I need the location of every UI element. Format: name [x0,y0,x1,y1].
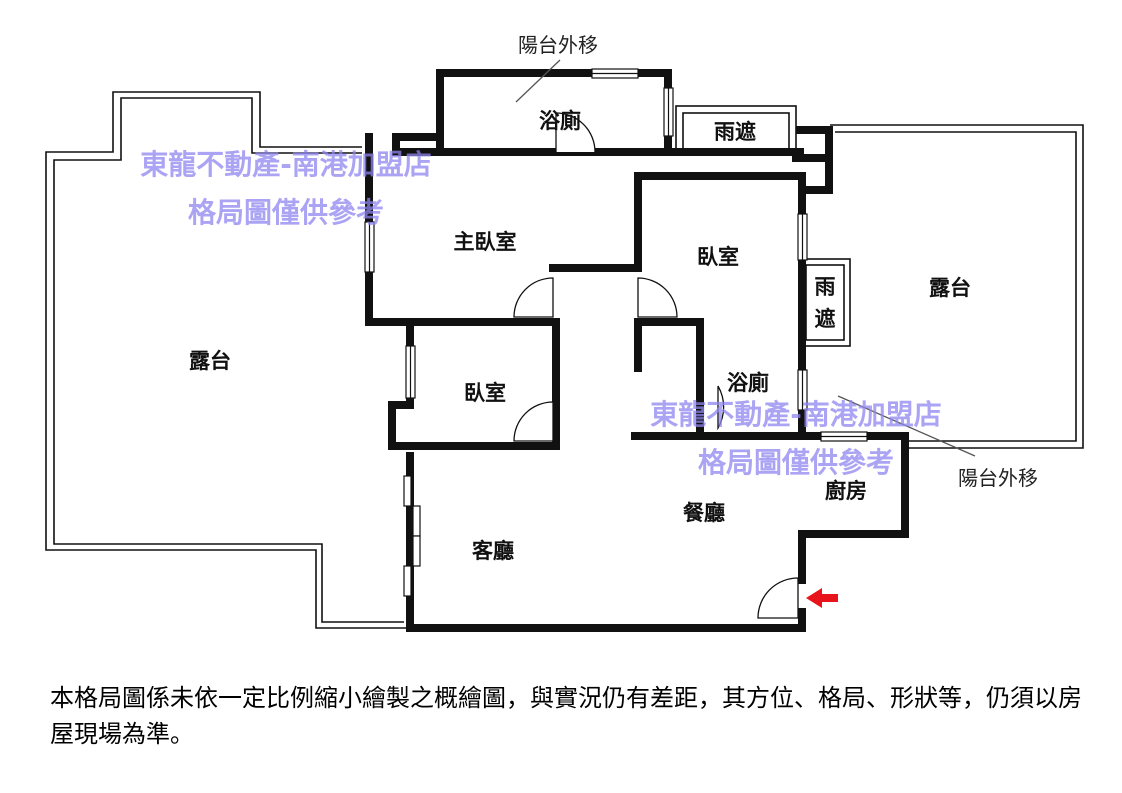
terrace-left-outline [45,91,410,629]
watermark-mid-line1: 東龍不動產-南港加盟店 [650,398,942,431]
bath-top-label: 浴廁 [539,109,581,133]
balcony-top-callout: 陽台外移 [518,33,598,57]
terrace-right-label: 露台 [929,276,971,300]
terrace-right-outline [830,124,1084,449]
bedroom-right-label: 臥室 [697,245,739,269]
doors [513,112,799,619]
canopy-top-label: 雨遮 [714,120,756,144]
bath-lower-label: 浴廁 [727,371,769,395]
entrance-arrow-icon [806,588,838,608]
floor-plan: 露台 露台 浴廁 雨遮 雨 遮 主臥室 臥室 臥室 浴廁 廚房 餐廳 客廳 陽台… [45,33,1084,632]
disclaimer-text: 本格局圖係未依一定比例縮小繪製之概繪圖，與實況仍有差距，其方位、格局、形狀等，仍… [50,684,1082,748]
bedroom-left-label: 臥室 [464,381,506,405]
watermark-mid-line2: 格局圖僅供參考 [698,446,894,479]
balcony-right-callout: 陽台外移 [958,466,1038,490]
terrace-left-label: 露台 [189,349,231,373]
kitchen-label: 廚房 [825,479,867,503]
canopy-side-label-2: 遮 [815,307,836,331]
watermark-top-line1: 東龍不動產-南港加盟店 [140,148,432,181]
walls [365,69,909,632]
dining-label: 餐廳 [683,501,725,525]
balcony-right-leader [837,395,976,457]
canopy-side-label-1: 雨 [815,275,836,299]
windows [364,68,868,597]
balcony-top-leader [515,59,561,103]
living-label: 客廳 [472,539,514,563]
watermark-top-line2: 格局圖僅供參考 [188,196,384,229]
canopy-side-outline [799,258,851,347]
master-bedroom-label: 主臥室 [454,230,517,254]
